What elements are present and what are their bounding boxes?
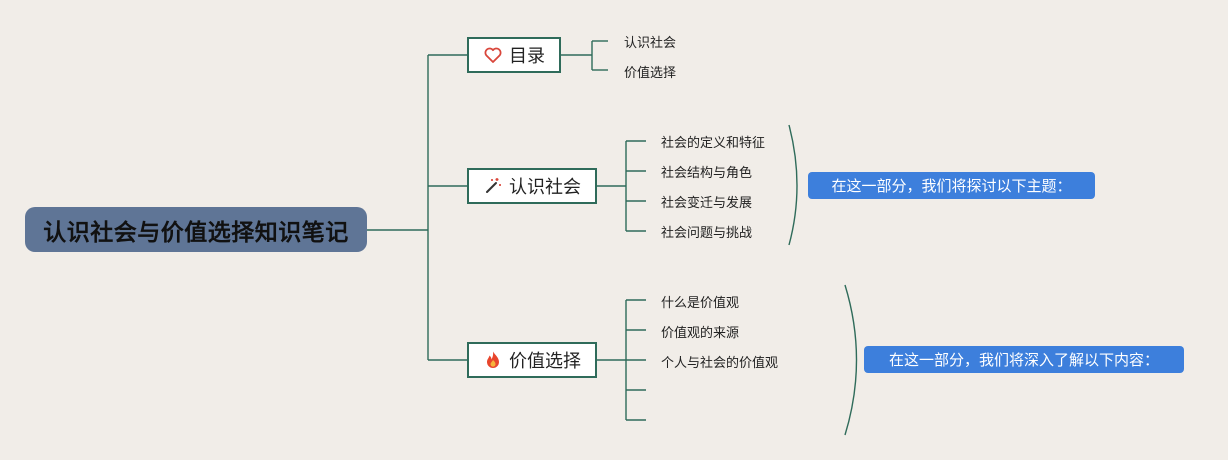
leaf-item[interactable]: 社会变迁与发展 [661, 196, 753, 211]
leaf-item[interactable]: 个人与社会的价值观 [661, 356, 779, 371]
branch-label: 认识社会 [509, 177, 581, 198]
summary-text: 在这一部分，我们将深入了解以下内容： [888, 351, 1159, 369]
leaf-item[interactable]: 价值观的来源 [661, 326, 740, 341]
branch-node-understand-society[interactable]: 认识社会 [467, 168, 597, 204]
heart-icon [483, 45, 503, 65]
leaf-item[interactable]: 社会的定义和特征 [661, 136, 766, 151]
branch-node-contents[interactable]: 目录 [467, 37, 561, 73]
leaf-item[interactable]: 社会问题与挑战 [661, 226, 753, 241]
leaf-item[interactable]: 认识社会 [624, 36, 677, 51]
magic-wand-icon [483, 176, 503, 196]
root-title: 认识社会与价值选择知识笔记 [43, 219, 349, 246]
fire-icon [483, 350, 503, 370]
leaf-item[interactable]: 社会结构与角色 [661, 166, 753, 181]
summary-callout[interactable]: 在这一部分，我们将探讨以下主题： [808, 172, 1095, 199]
summary-text: 在这一部分，我们将探讨以下主题： [831, 177, 1072, 195]
leaf-item[interactable]: 价值选择 [624, 66, 677, 81]
branch-label: 目录 [509, 46, 545, 67]
root-node[interactable]: 认识社会与价值选择知识笔记 [25, 207, 367, 252]
branch-node-value-choice[interactable]: 价值选择 [467, 342, 597, 378]
branch-label: 价值选择 [509, 351, 581, 372]
summary-callout[interactable]: 在这一部分，我们将深入了解以下内容： [864, 346, 1184, 373]
leaf-item[interactable]: 什么是价值观 [661, 296, 740, 311]
